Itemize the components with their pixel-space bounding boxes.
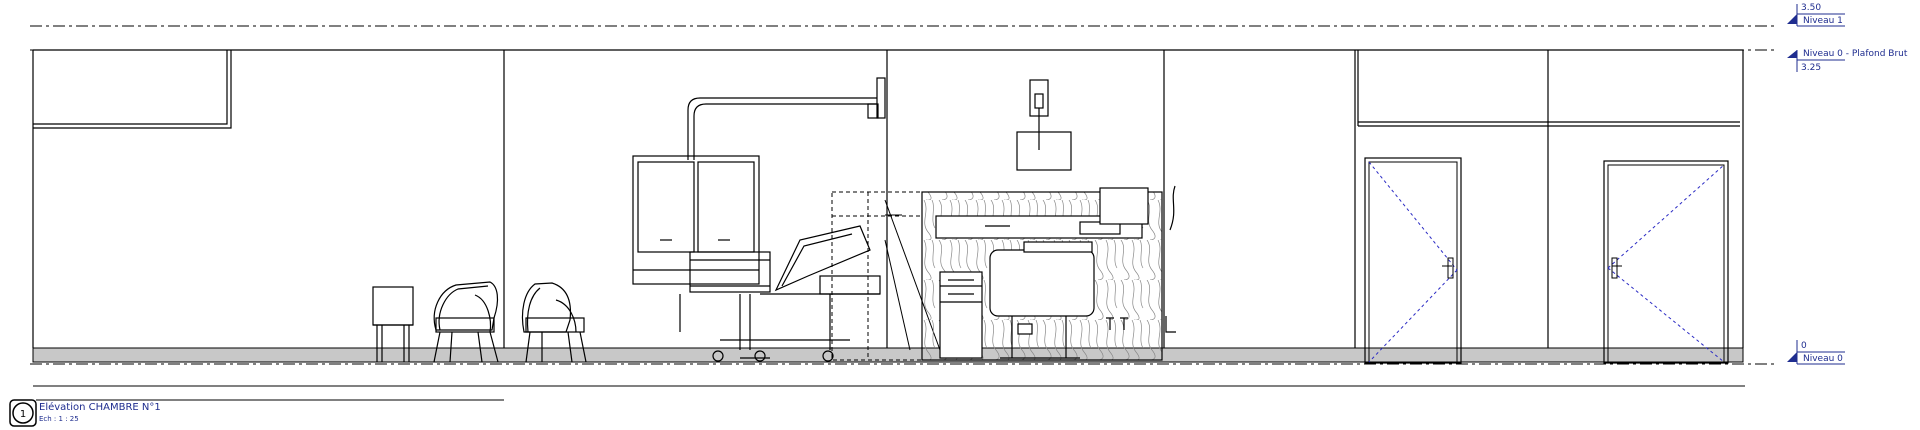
wall-panel-joints bbox=[503, 50, 1549, 348]
stool bbox=[372, 286, 414, 362]
door-1 bbox=[1364, 157, 1462, 364]
level-elevation: 3.50 bbox=[1801, 3, 1821, 13]
overbed-table bbox=[989, 241, 1095, 359]
hospital-bed bbox=[679, 225, 881, 362]
armchair-2 bbox=[521, 282, 587, 363]
wall-hooks bbox=[1106, 316, 1176, 333]
view-number: 1 bbox=[20, 409, 26, 420]
door-2 bbox=[1603, 160, 1729, 364]
level-marker-niveau-1: 3.50 Niveau 1 bbox=[1787, 3, 1845, 27]
floor-slab bbox=[32, 347, 1744, 363]
view-tag-icon bbox=[9, 399, 37, 427]
wall-lamp bbox=[1016, 79, 1072, 171]
level-elevation: 3.25 bbox=[1801, 63, 1821, 73]
level-lines bbox=[30, 25, 1778, 365]
view-title: 1 Elévation CHAMBRE N°1 Ech : 1 : 25 bbox=[9, 399, 504, 427]
glass-cabinet bbox=[632, 155, 760, 285]
level-triangle-icon bbox=[1787, 14, 1797, 24]
view-scale: Ech : 1 : 25 bbox=[39, 415, 79, 423]
level-triangle-icon bbox=[1787, 352, 1797, 362]
level-name: Niveau 1 bbox=[1803, 16, 1843, 26]
soffit-left bbox=[33, 50, 232, 129]
view-title-text: Elévation CHAMBRE N°1 bbox=[39, 401, 161, 413]
bedside-cabinet bbox=[939, 271, 983, 359]
level-marker-plafond-brut: Niveau 0 - Plafond Brut 3.25 bbox=[1787, 49, 1908, 73]
armchair-1 bbox=[433, 281, 499, 363]
soffit-right bbox=[1357, 50, 1740, 127]
wall-outline bbox=[32, 49, 1744, 348]
level-marker-niveau-0: 0 Niveau 0 bbox=[1787, 340, 1845, 365]
level-name: Niveau 0 bbox=[1803, 354, 1843, 364]
ceiling-arm bbox=[687, 77, 886, 160]
level-elevation: 0 bbox=[1801, 341, 1807, 351]
level-name: Niveau 0 - Plafond Brut bbox=[1803, 49, 1908, 59]
level-triangle-icon bbox=[1787, 50, 1797, 58]
